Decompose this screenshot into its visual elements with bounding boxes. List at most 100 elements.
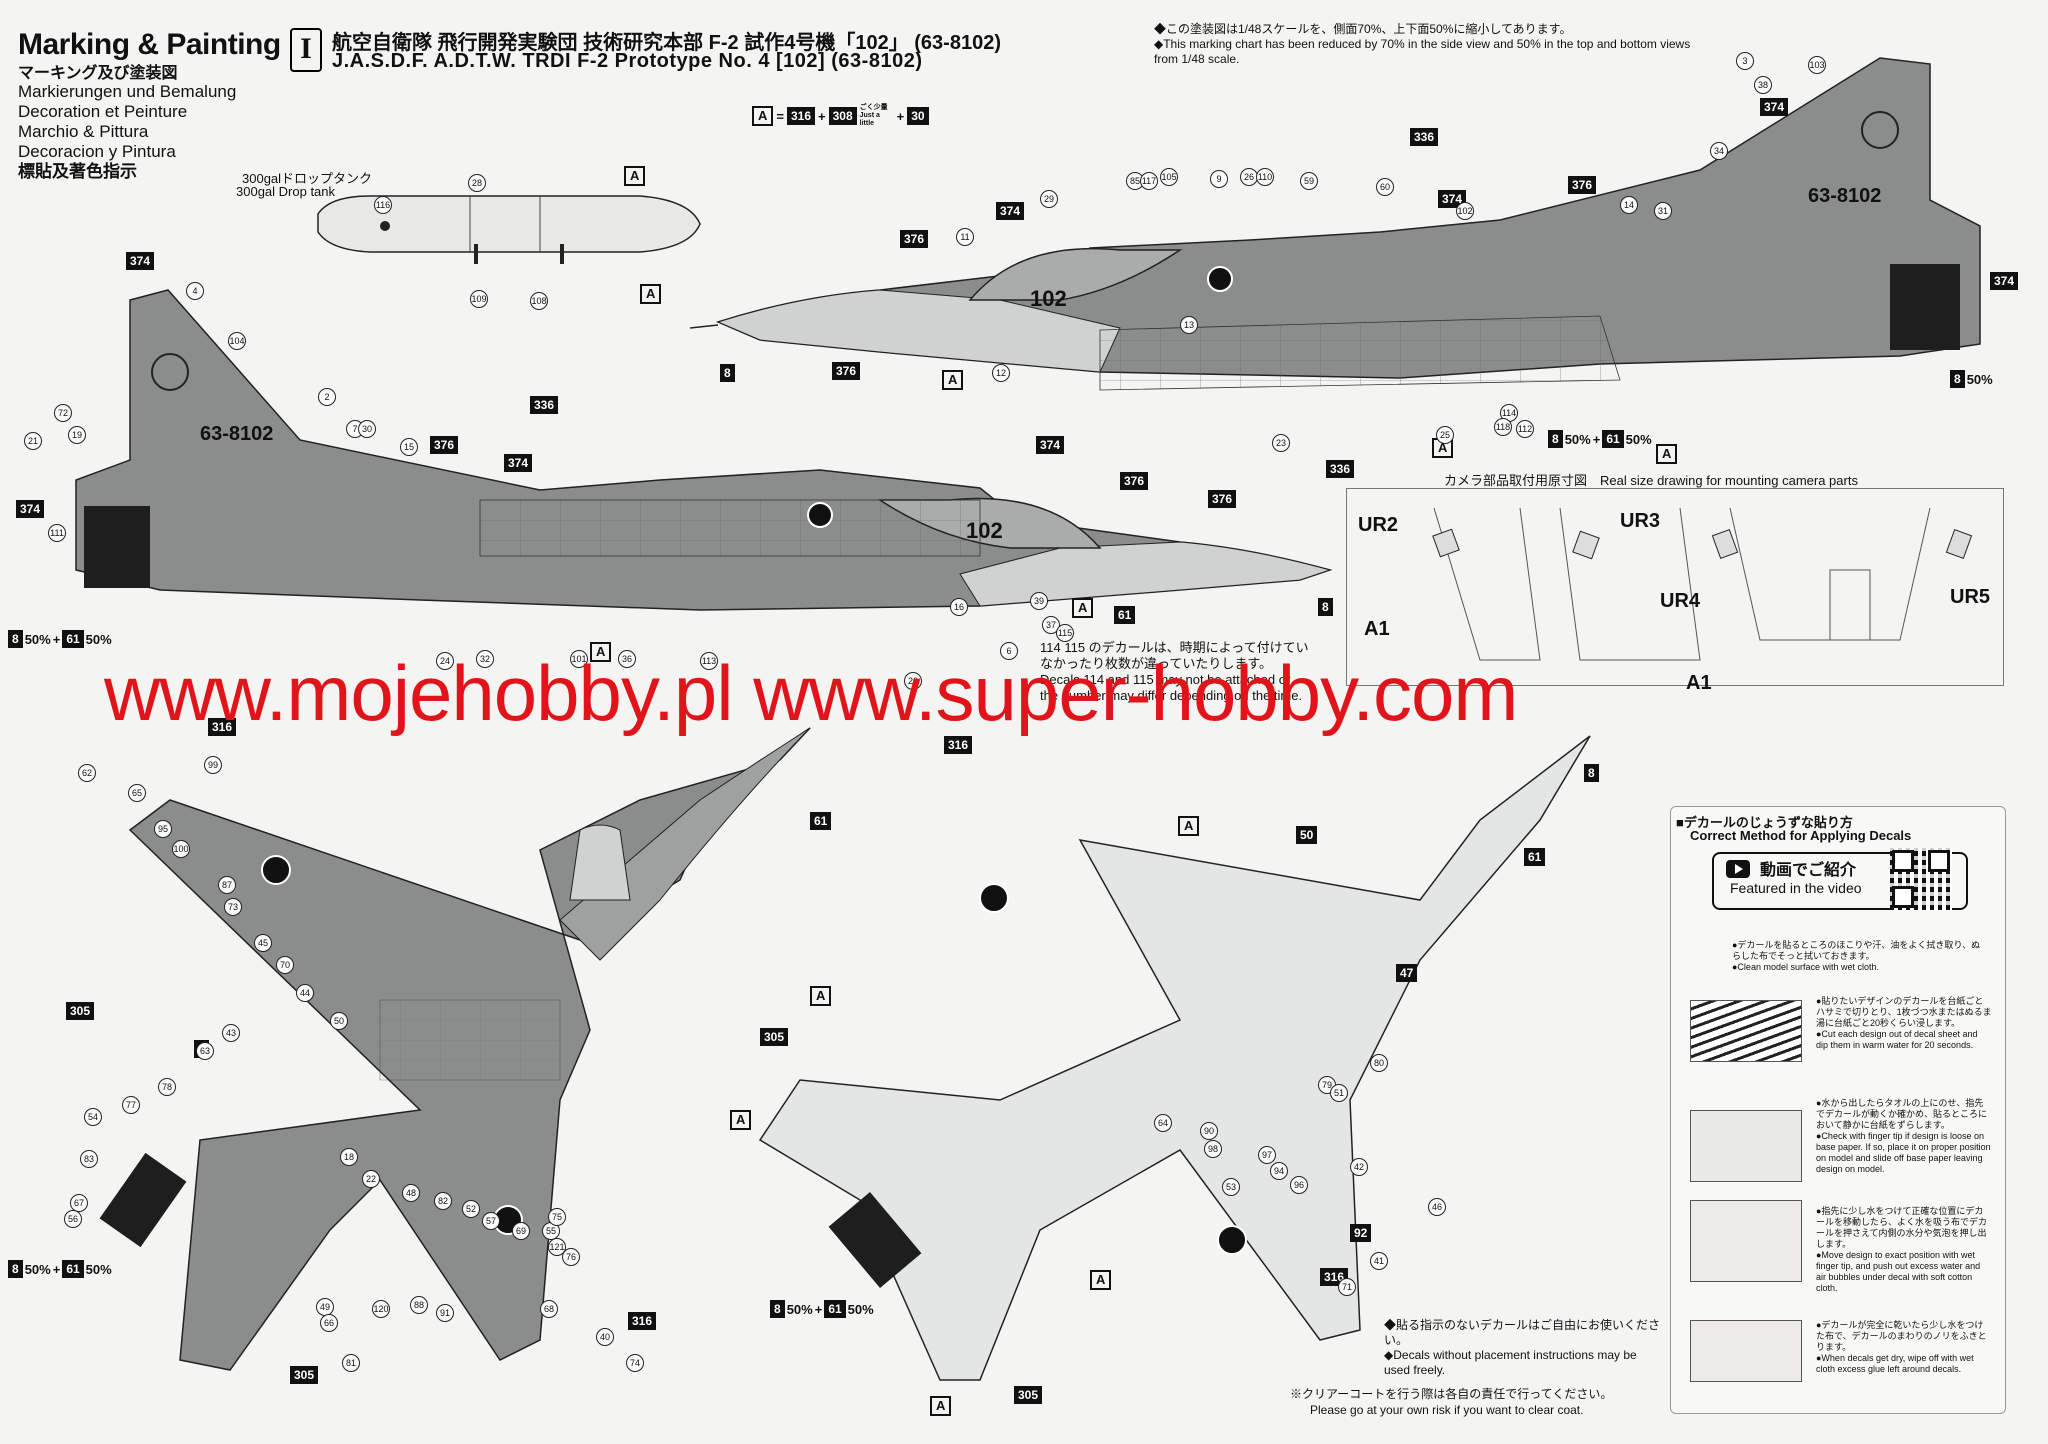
callout-circle: 31 xyxy=(1654,202,1672,220)
callout-circle: 100 xyxy=(172,840,190,858)
mix-color-2: 308 xyxy=(828,107,857,125)
callout-circle: 87 xyxy=(218,876,236,894)
callout-circle: 44 xyxy=(296,984,314,1002)
step-4: ●指先に少し水をつけて正確な位置にデカールを移動したら、よく水を吸う布でデカール… xyxy=(1816,1206,1988,1293)
callout-circle: 94 xyxy=(1270,1162,1288,1180)
callout-box-305-d: 305 xyxy=(1014,1386,1043,1404)
callout-box-305-c: 305 xyxy=(290,1366,319,1384)
callout-box-A-f: A xyxy=(1072,598,1094,618)
callout-circle: 28 xyxy=(468,174,486,192)
callout-circle: 85 xyxy=(1126,172,1144,190)
callout-box-A-e: A xyxy=(1656,444,1678,464)
drop-tank-jp: 300galドロップタンク xyxy=(242,171,373,186)
callout-box-A-a: A xyxy=(624,166,646,186)
callout-circle: 118 xyxy=(1494,418,1512,436)
callout-circle: 72 xyxy=(54,404,72,422)
callout-circle: 78 xyxy=(158,1078,176,1096)
scale-note-jp: ◆この塗装図は1/48スケールを、側面70%、上下面50%に縮小してあります。 xyxy=(1154,22,1572,36)
callout-circle: 29 xyxy=(1040,190,1058,208)
callout-box-A-b: A xyxy=(640,284,662,304)
callout-circle: 42 xyxy=(1350,1158,1368,1176)
video-link[interactable] xyxy=(1712,852,1968,910)
mix-note: ごく少量 Just a little xyxy=(859,104,888,127)
callout-box-A-g: A xyxy=(590,642,612,662)
decal-method-title-en: Correct Method for Applying Decals xyxy=(1690,828,1912,843)
callout-circle: 70 xyxy=(276,956,294,974)
callout-circle: 46 xyxy=(1428,1198,1446,1216)
qr-code-icon[interactable] xyxy=(1890,848,1952,910)
callout-box-47: 47 xyxy=(1396,964,1418,982)
callout-circle: 68 xyxy=(540,1300,558,1318)
callout-circle: 15 xyxy=(400,438,418,456)
callout-circle: 120 xyxy=(372,1300,390,1318)
callout-circle: 11 xyxy=(956,228,974,246)
decal-note: 114 115 のデカールは、時期によって付けていなかったり枚数が違っていたりし… xyxy=(1040,640,1310,704)
step-5: ●デカールが完全に乾いたら少し水をつけた布で、デカールのまわりのノリをふきとりま… xyxy=(1816,1320,1987,1374)
mix-formula: A = 316 + 308 ごく少量 Just a little + 30 xyxy=(752,104,929,128)
callout-circle: 65 xyxy=(128,784,146,802)
callout-circle: 104 xyxy=(228,332,246,350)
callout-circle: 13 xyxy=(1180,316,1198,334)
callout-circle: 97 xyxy=(1258,1146,1276,1164)
language-de: Markierungen und Bemalung xyxy=(18,82,237,101)
callout-circle: 6 xyxy=(1000,642,1018,660)
towel-illustration xyxy=(1690,1110,1802,1182)
callout-circle: 59 xyxy=(1300,172,1318,190)
callout-box-374-e: 374 xyxy=(1760,98,1789,116)
callout-circle: 114 xyxy=(1500,404,1518,422)
mix-eq: = xyxy=(776,108,784,124)
callout-circle: 14 xyxy=(1620,196,1638,214)
page-title: Marking & Painting xyxy=(18,28,281,61)
callout-circle: 52 xyxy=(462,1200,480,1218)
callout-circle: 80 xyxy=(1370,1054,1388,1072)
callout-box-A-c: A xyxy=(942,370,964,390)
step-1: ●デカールを貼るところのほこりや汗、油をよく拭き取り、ぬらした布でそっと拭いてお… xyxy=(1732,940,1981,972)
side-view-1: 63-8102 102 xyxy=(689,57,1981,391)
callout-circle: 4 xyxy=(186,282,204,300)
play-icon xyxy=(1726,860,1750,878)
language-it: Marchio & Pittura xyxy=(18,122,149,141)
callout-circle: 96 xyxy=(1290,1176,1308,1194)
callout-circle: 111 xyxy=(48,524,66,542)
callout-circle: 30 xyxy=(358,420,376,438)
callout-circle: 48 xyxy=(402,1184,420,1202)
clear-coat-note: ※クリアーコートを行う際は各自の責任で行ってください。Please go at … xyxy=(1290,1387,1613,1417)
plate-number: I xyxy=(290,28,322,72)
serial-side-1: 63-8102 xyxy=(1808,185,1881,207)
callout-circle: 45 xyxy=(254,934,272,952)
callout-circle: 22 xyxy=(362,1170,380,1188)
camera-label-a1-right: A1 xyxy=(1686,672,1712,694)
callout-box-A-j: A xyxy=(730,1110,752,1130)
step-3: ●水から出したらタオルの上にのせ、指先でデカールが動くか確かめ、貼るところにおい… xyxy=(1816,1098,1991,1174)
callout-circle: 113 xyxy=(700,652,718,670)
callout-box-374-b: 374 xyxy=(16,500,45,518)
callout-box-374-h: 374 xyxy=(504,454,533,472)
top-view xyxy=(99,727,811,1371)
callout-circle: 101 xyxy=(570,650,588,668)
callout-circle: 109 xyxy=(470,290,488,308)
callout-circle: 71 xyxy=(1338,1278,1356,1296)
callout-box-374-f: 374 xyxy=(1990,272,2019,290)
callout-circle: 108 xyxy=(530,292,548,310)
callout-circle: 69 xyxy=(512,1222,530,1240)
callout-circle: 50 xyxy=(330,1012,348,1030)
camera-title: カメラ部品取付用原寸図 Real size drawing for mounti… xyxy=(1444,473,1858,488)
callout-circle: 24 xyxy=(436,652,454,670)
callout-circle: 76 xyxy=(562,1248,580,1266)
callout-circle: 36 xyxy=(618,650,636,668)
callout-circle: 110 xyxy=(1256,168,1274,186)
callout-circle: 51 xyxy=(1330,1084,1348,1102)
callout-circle: 103 xyxy=(1808,56,1826,74)
callout-circle: 82 xyxy=(434,1192,452,1210)
callout-circle: 54 xyxy=(84,1108,102,1126)
callout-box-376-b: 376 xyxy=(832,362,861,380)
callout-box-A-i: A xyxy=(810,986,832,1006)
callout-circle: 83 xyxy=(80,1150,98,1168)
callout-circle: 99 xyxy=(204,756,222,774)
watermark: www.mojehobby.pl www.super-hobby.com xyxy=(104,649,1518,737)
